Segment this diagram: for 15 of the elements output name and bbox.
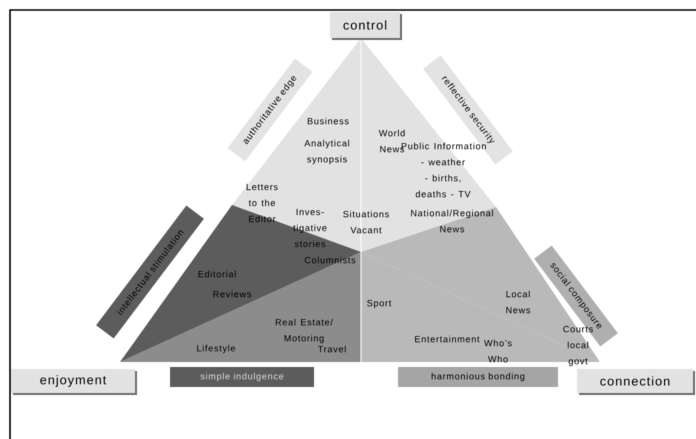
corner-label-box: connection	[577, 369, 695, 395]
section-label: Real Estate/ Motoring	[276, 318, 333, 344]
section-label: Who’s Who	[484, 340, 512, 362]
band-label: harmonious bonding	[398, 367, 558, 387]
corner-label-box: control	[330, 12, 402, 40]
section-label: Sport	[367, 300, 392, 308]
section-label: Situations Vacant	[343, 210, 389, 234]
section-label: Lifestyle	[197, 344, 236, 354]
section-label: Entertainment	[415, 336, 480, 342]
section-label: Travel	[318, 346, 346, 352]
section-label: National/Regional News	[411, 210, 493, 232]
section-label: Reviews	[213, 290, 251, 298]
corner-label-box: enjoyment	[11, 369, 137, 395]
section-label: Inves- tigative stories	[293, 208, 326, 248]
band-label: simple indulgence	[170, 367, 314, 387]
